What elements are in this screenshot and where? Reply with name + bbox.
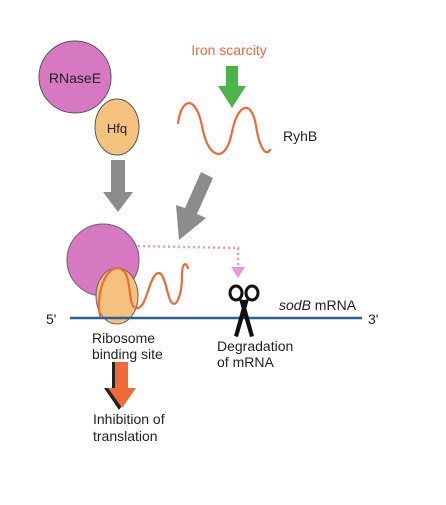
- gray-diagonal-arrow: [176, 172, 213, 240]
- five-prime-label: 5': [46, 311, 56, 327]
- iron-scarcity-label: Iron scarcity: [191, 42, 266, 58]
- rbs-label-line1: Ribosome: [92, 330, 155, 346]
- rbs-label-line2: binding site: [92, 346, 163, 362]
- three-prime-label: 3': [368, 311, 378, 327]
- inhibition-label-line1: Inhibition of: [93, 411, 165, 427]
- complex-hfq: [95, 267, 139, 325]
- inhibition-arrow: [108, 362, 136, 408]
- ryhb-label: RyhB: [283, 128, 317, 144]
- hfq-label: Hfq: [107, 121, 127, 136]
- dotted-arrow-line: [132, 244, 240, 268]
- sodb-mrna-word: mRNA: [311, 297, 357, 313]
- gray-down-arrow-left: [103, 160, 133, 212]
- hfq-oval: [94, 98, 140, 156]
- degradation-label-line2: of mRNA: [217, 354, 274, 370]
- sodb-italic: sodB: [279, 297, 311, 313]
- degradation-label-line1: Degradation: [217, 338, 293, 354]
- bound-ryhb-strand: [97, 263, 190, 318]
- green-down-arrow: [218, 66, 246, 108]
- ryhb-strand: [176, 102, 272, 155]
- sodb-mrna-label: sodB mRNA: [279, 297, 357, 313]
- rnase-e-label: RNaseE: [49, 70, 101, 86]
- inhibition-label-line2: translation: [93, 428, 158, 444]
- dotted-arrow-head: [231, 267, 245, 278]
- scissors-icon: [228, 284, 260, 337]
- rnase-e-circle: [38, 40, 112, 114]
